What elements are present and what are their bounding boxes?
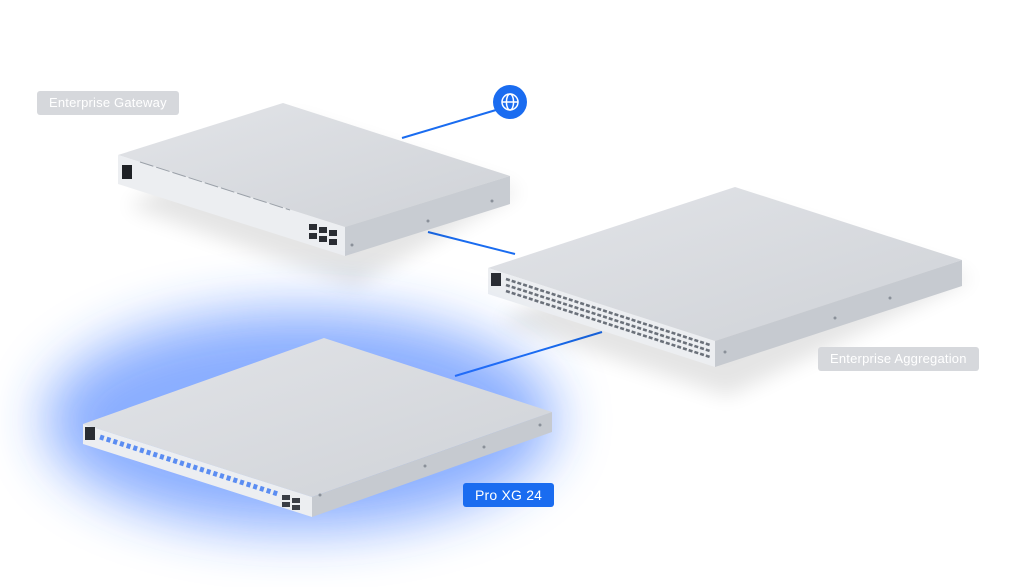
pro-rj45-ports (99, 434, 279, 497)
enterprise-aggregation-device[interactable] (488, 187, 972, 396)
enterprise-gateway-label[interactable]: Enterprise Gateway (37, 91, 179, 115)
gateway-status-display (122, 165, 132, 179)
aggregation-status-display (491, 273, 501, 286)
gateway-side-panel (345, 176, 510, 256)
link-gateway-internet (401, 109, 497, 139)
pro-xg-24-label[interactable]: Pro XG 24 (463, 483, 555, 507)
pro-sfp-ports (282, 495, 300, 510)
enterprise-aggregation-label[interactable]: Enterprise Aggregation (818, 347, 979, 371)
pro-top-panel (83, 338, 552, 497)
pro-side-panel (312, 412, 552, 517)
aggregation-side-panel (715, 260, 962, 367)
link-gateway-aggregation (427, 231, 516, 255)
pro-xg-24-device[interactable] (83, 338, 552, 517)
aggregation-front-panel (488, 268, 715, 367)
globe-icon[interactable] (493, 85, 527, 119)
enterprise-gateway-device[interactable] (118, 103, 520, 286)
gateway-ports (309, 224, 337, 245)
aggregation-top-panel (488, 187, 962, 341)
gateway-top-panel (118, 103, 510, 227)
gateway-front-panel (118, 155, 345, 256)
pro-front-panel (83, 424, 312, 517)
pro-status-display (85, 427, 95, 440)
